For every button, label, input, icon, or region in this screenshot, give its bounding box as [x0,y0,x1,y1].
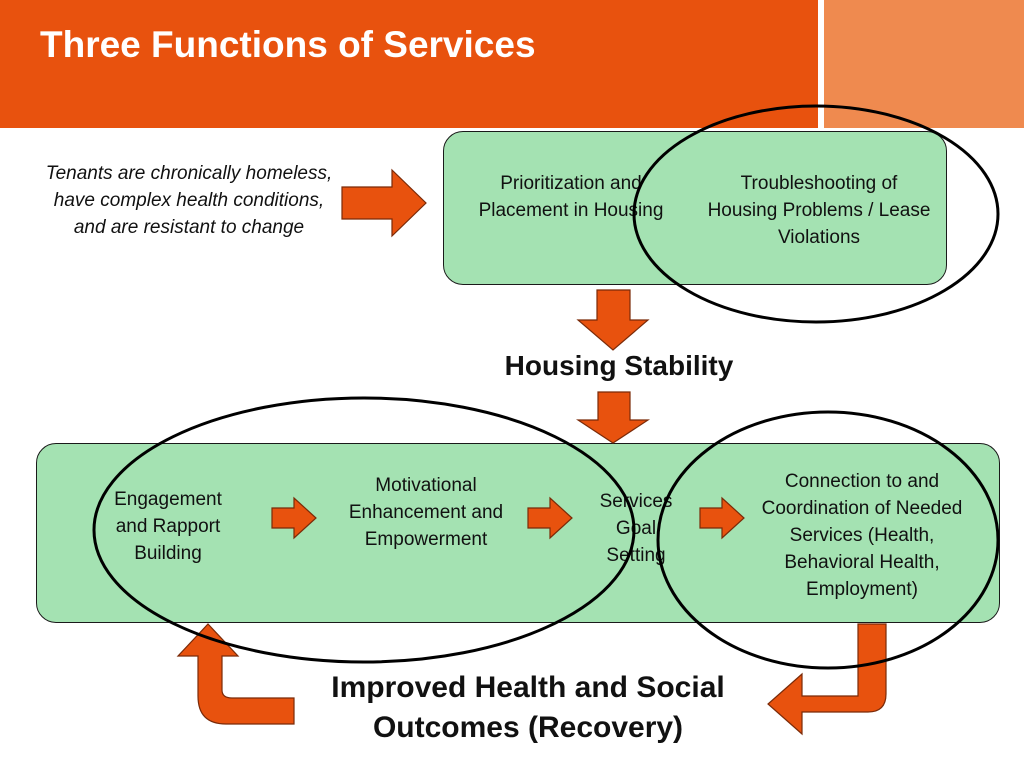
curved-arrow-icon [767,623,887,736]
highlight-ellipse [656,410,1000,670]
highlight-ellipse [632,104,1000,324]
housing-stability-label: Housing Stability [504,350,734,381]
arrow-right-icon [527,496,573,540]
title-separator [818,0,824,128]
arrow-down-icon [575,391,651,444]
arrow-right-icon [699,496,745,540]
troubleshooting-text: Troubleshooting of Housing Problems / Le… [707,173,931,248]
slide-title: Three Functions of Services [40,24,536,65]
arrow-right-icon [271,496,317,540]
curved-arrow-icon [176,623,295,725]
connection-coordination-text: Connection to and Coordination of Needed… [761,471,963,600]
prioritization-text: Prioritization and Placement in Housing [478,173,664,221]
tenants-description: Tenants are chronically homeless, have c… [45,163,333,238]
title-accent-block [824,0,1024,128]
bottom-function-box [36,443,1000,623]
arrow-down-icon [576,289,650,351]
top-function-box [443,131,947,285]
title-bar [0,0,818,128]
improved-outcomes-label: Improved Health and Social Outcomes (Rec… [331,671,725,744]
engagement-text: Engagement and Rapport Building [114,489,222,564]
motivational-text: Motivational Enhancement and Empowerment [348,475,504,550]
services-goal-setting-text: Services Goal Setting [599,491,673,566]
arrow-right-icon [341,168,427,238]
highlight-ellipse [92,396,636,664]
